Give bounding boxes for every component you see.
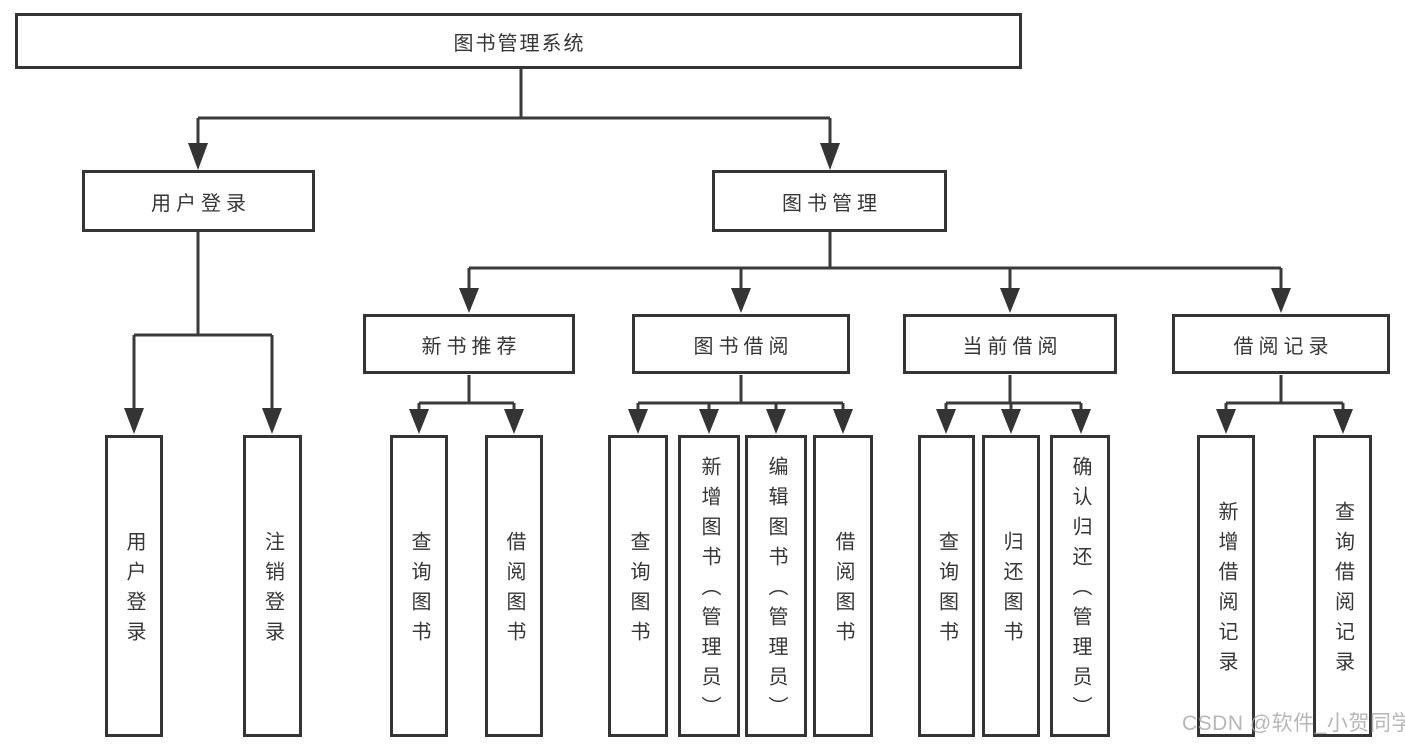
arrowhead bbox=[766, 409, 786, 434]
arrowhead bbox=[699, 409, 719, 434]
leaf-recommend-borrow-books-label: 借阅图书 bbox=[503, 531, 525, 651]
leaf-borrow-query-books-label: 查询图书 bbox=[627, 531, 649, 651]
node-current-borrowing: 当前借阅 bbox=[903, 314, 1117, 374]
arrowhead bbox=[188, 143, 208, 170]
arrowhead bbox=[1000, 288, 1020, 313]
leaf-borrow-query-books: 查询图书 bbox=[608, 435, 668, 737]
arrowhead bbox=[731, 288, 751, 313]
leaf-borrow-borrow-books: 借阅图书 bbox=[813, 435, 873, 737]
node-book-borrowing-label: 图书借阅 bbox=[693, 335, 794, 358]
leaf-user-login-label: 用户登录 bbox=[123, 531, 145, 651]
node-root-label: 图书管理系统 bbox=[453, 32, 586, 55]
leaf-recommend-borrow-books: 借阅图书 bbox=[485, 435, 543, 737]
leaf-current-query-books: 查询图书 bbox=[918, 435, 975, 737]
node-borrowing-records-label: 借阅记录 bbox=[1233, 335, 1334, 358]
arrowhead bbox=[628, 409, 648, 434]
leaf-records-query-record-label: 查询借阅记录 bbox=[1331, 501, 1354, 681]
leaf-borrow-edit-books-label: 编辑图书（管理员） bbox=[765, 456, 787, 726]
node-root: 图书管理系统 bbox=[15, 13, 1022, 69]
arrowhead bbox=[1071, 409, 1091, 434]
tree-edges bbox=[132, 68, 1345, 410]
arrowhead bbox=[1001, 409, 1021, 434]
leaf-logout-label: 注销登录 bbox=[261, 531, 284, 651]
node-user-login-label: 用户登录 bbox=[151, 192, 251, 215]
leaf-borrow-borrow-books-label: 借阅图书 bbox=[832, 531, 854, 651]
arrowhead bbox=[1333, 409, 1353, 434]
node-book-management: 图书管理 bbox=[712, 170, 947, 232]
leaf-current-return-books: 归还图书 bbox=[982, 435, 1040, 737]
leaf-records-add-record-label: 新增借阅记录 bbox=[1215, 501, 1237, 681]
leaf-current-return-books-label: 归还图书 bbox=[1000, 531, 1022, 651]
leaf-user-login: 用户登录 bbox=[105, 435, 163, 737]
node-borrowing-records: 借阅记录 bbox=[1172, 314, 1390, 374]
leaf-current-confirm-return-label: 确认归还（管理员） bbox=[1069, 456, 1091, 726]
node-user-login: 用户登录 bbox=[82, 170, 315, 232]
leaf-borrow-add-books: 新增图书（管理员） bbox=[678, 435, 740, 737]
node-current-borrowing-label: 当前借阅 bbox=[962, 335, 1063, 358]
leaf-current-query-books-label: 查询图书 bbox=[935, 531, 958, 651]
watermark: CSDN @软件_小贺同学 bbox=[1182, 712, 1405, 735]
leaf-records-query-record: 查询借阅记录 bbox=[1313, 435, 1372, 737]
leaf-recommend-query-books-label: 查询图书 bbox=[408, 531, 430, 651]
arrowhead bbox=[1216, 409, 1236, 434]
node-new-book-recommendation: 新书推荐 bbox=[363, 314, 575, 374]
leaf-borrow-edit-books: 编辑图书（管理员） bbox=[745, 435, 807, 737]
leaf-borrow-add-books-label: 新增图书（管理员） bbox=[698, 456, 720, 726]
arrowhead bbox=[504, 409, 524, 434]
arrowhead bbox=[262, 408, 282, 434]
arrowhead bbox=[409, 409, 429, 434]
arrowhead bbox=[1271, 288, 1291, 313]
arrowhead bbox=[124, 408, 144, 434]
arrowhead bbox=[936, 409, 956, 434]
arrowheads bbox=[124, 143, 1353, 434]
leaf-records-add-record: 新增借阅记录 bbox=[1197, 435, 1255, 737]
node-book-borrowing: 图书借阅 bbox=[632, 314, 850, 374]
leaf-current-confirm-return: 确认归还（管理员） bbox=[1050, 435, 1110, 737]
arrowhead bbox=[833, 409, 853, 434]
arrowhead bbox=[459, 288, 479, 313]
node-book-management-label: 图书管理 bbox=[782, 192, 882, 215]
arrowhead bbox=[820, 143, 840, 170]
leaf-logout: 注销登录 bbox=[243, 435, 302, 737]
node-new-book-recommendation-label: 新书推荐 bbox=[421, 335, 522, 358]
leaf-recommend-query-books: 查询图书 bbox=[390, 435, 448, 737]
